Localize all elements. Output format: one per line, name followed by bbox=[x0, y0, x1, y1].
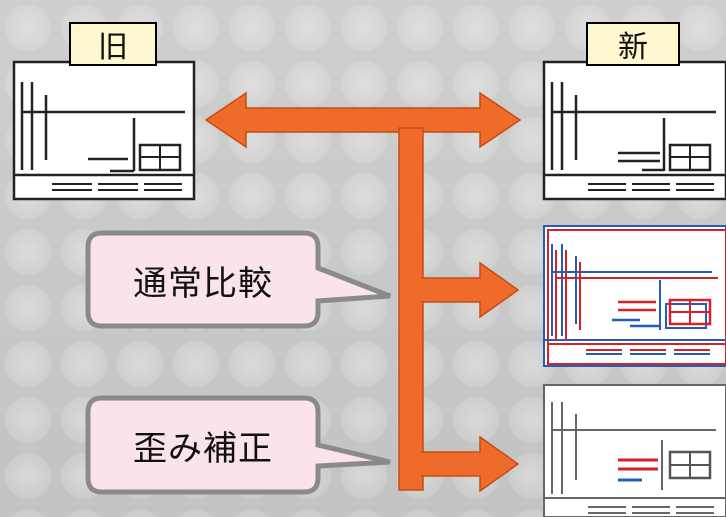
distortion-corrected-result bbox=[543, 384, 726, 517]
comparison-arrows bbox=[204, 91, 522, 493]
arrow-distortion-branch bbox=[409, 435, 520, 493]
arrow-old-new bbox=[204, 91, 522, 149]
callout-distortion bbox=[85, 395, 391, 495]
arrow-normal-branch bbox=[409, 261, 520, 319]
old-drawing bbox=[12, 60, 196, 201]
label-new: 新 bbox=[586, 22, 680, 66]
callout-normal bbox=[85, 230, 391, 329]
label-old: 旧 bbox=[69, 22, 157, 66]
normal-compare-result bbox=[543, 225, 726, 367]
callout-distortion-text: 歪み補正 bbox=[133, 428, 273, 469]
new-drawing bbox=[542, 60, 726, 201]
callout-normal-text: 通常比較 bbox=[133, 263, 273, 304]
